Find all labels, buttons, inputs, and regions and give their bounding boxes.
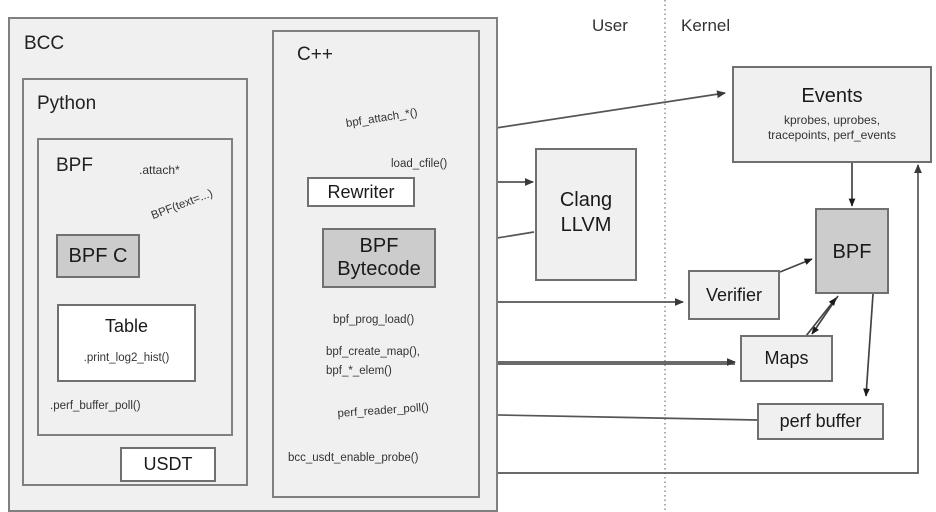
arrow-verifier-to-kernel-bpf — [779, 258, 813, 273]
container-bpf-module-title: BPF — [56, 155, 93, 176]
node-table[interactable]: Table .print_log2_hist() — [57, 304, 196, 382]
node-bpf-bytecode[interactable]: BPF Bytecode — [322, 228, 436, 288]
node-bpf-bytecode-label-line1: BPF — [359, 235, 399, 257]
node-verifier-label: Verifier — [705, 285, 763, 305]
space-label-kernel: Kernel — [681, 16, 731, 35]
node-events-label: Events — [801, 85, 863, 107]
arrow-kernelbpf-maps-down — [811, 295, 839, 335]
node-rewriter[interactable]: Rewriter — [307, 177, 415, 207]
node-events-sub-line2: tracepoints, perf_events — [767, 128, 897, 142]
node-events[interactable]: Events kprobes, uprobes, tracepoints, pe… — [732, 66, 932, 163]
node-kernel-bpf-label: BPF — [832, 241, 872, 263]
node-usdt[interactable]: USDT — [120, 447, 216, 482]
node-maps-label: Maps — [764, 348, 809, 368]
container-bcc-title: BCC — [24, 33, 65, 54]
node-kernel-bpf[interactable]: BPF — [815, 208, 889, 294]
label-bcc-usdt-enable-probe: bcc_usdt_enable_probe() — [288, 452, 419, 464]
node-bpf-bytecode-label-line2: Bytecode — [337, 258, 421, 280]
node-table-label: Table — [104, 316, 149, 336]
container-python-title: Python — [37, 93, 97, 114]
node-events-sub-line1: kprobes, uprobes, — [783, 113, 881, 127]
container-cpp-title: C++ — [297, 44, 333, 65]
space-label-user: User — [592, 16, 628, 35]
label-bpf-create-map-line2: bpf_*_elem() — [326, 365, 392, 377]
node-verifier[interactable]: Verifier — [688, 270, 780, 320]
arrow-kernelbpf-to-perfbuffer — [863, 293, 874, 397]
node-perf-buffer[interactable]: perf buffer — [757, 403, 884, 440]
label-print-log2-hist: .print_log2_hist() — [83, 352, 170, 364]
container-bpf-module — [37, 138, 233, 436]
label-bpf-prog-load: bpf_prog_load() — [333, 314, 415, 326]
label-attach: .attach* — [139, 163, 180, 177]
node-clang-llvm-label-line2: LLVM — [560, 214, 612, 236]
arrow-kernelbpf-maps-up — [805, 297, 837, 337]
node-usdt-label: USDT — [143, 454, 193, 474]
node-perf-buffer-label: perf buffer — [779, 411, 862, 431]
label-bpf-create-map-line1: bpf_create_map(), — [326, 346, 420, 358]
node-rewriter-label: Rewriter — [327, 182, 395, 202]
node-bpf-c-label: BPF C — [68, 245, 128, 267]
label-load-cfile: load_cfile() — [391, 158, 448, 170]
label-perf-buffer-poll: .perf_buffer_poll() — [50, 400, 141, 412]
node-maps[interactable]: Maps — [740, 335, 833, 382]
node-clang-llvm[interactable]: Clang LLVM — [535, 148, 637, 281]
node-bpf-c[interactable]: BPF C — [56, 234, 140, 278]
node-clang-llvm-label-line1: Clang — [559, 189, 613, 211]
